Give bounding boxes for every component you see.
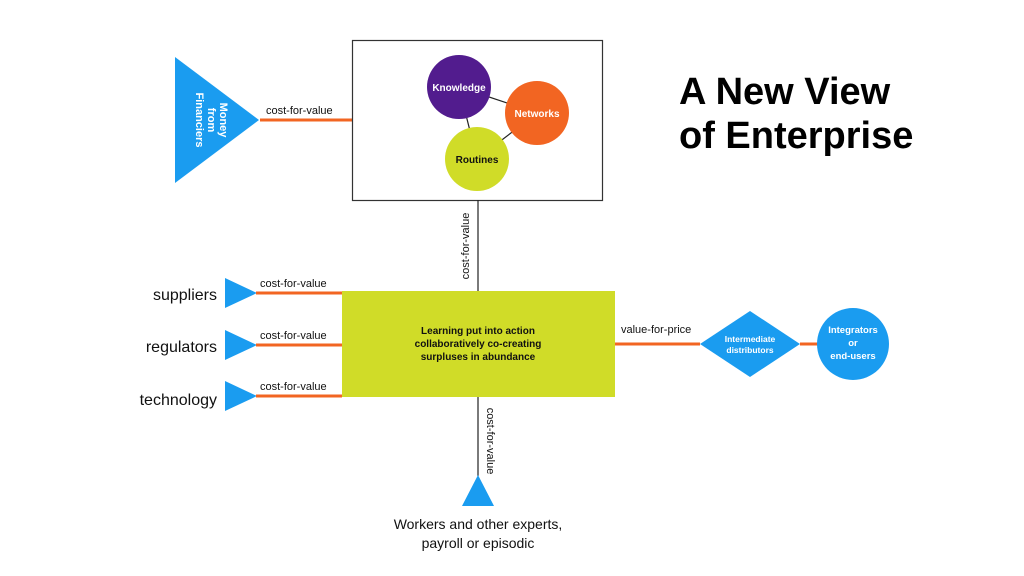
regulators-triangle (225, 330, 257, 360)
diagram-title: A New View of Enterprise (679, 70, 913, 158)
end-users-line-3: end-users (830, 351, 875, 362)
technology-link-label: cost-for-value (260, 381, 327, 393)
networks-circle (505, 81, 569, 145)
routines-node[interactable]: Routines (445, 127, 509, 191)
output-link-label: value-for-price (621, 324, 691, 336)
regulators-label: regulators (146, 339, 217, 356)
title-line-1: A New View (679, 71, 891, 113)
financiers-line-3: Financiers (193, 92, 205, 147)
distributors-diamond (700, 311, 800, 377)
technology-label: technology (140, 392, 217, 409)
financiers-line-2: from (205, 108, 217, 133)
financiers-node[interactable]: Money from Financiers (175, 57, 259, 183)
knowledge-node[interactable]: Knowledge (427, 55, 491, 119)
routines-circle (445, 127, 509, 191)
knowledge-label: Knowledge (432, 83, 486, 94)
networks-label: Networks (514, 109, 559, 120)
distributors-node[interactable]: Intermediate distributors (700, 311, 800, 377)
input-regulators[interactable]: regulators cost-for-value (146, 330, 342, 360)
financiers-triangle (175, 57, 259, 183)
financiers-link-label: cost-for-value (266, 105, 333, 117)
end-users-circle (817, 308, 889, 380)
input-suppliers[interactable]: suppliers cost-for-value (153, 278, 342, 308)
distributors-line-1: Intermediate (725, 334, 776, 344)
networks-node[interactable]: Networks (505, 81, 569, 145)
regulators-link-label: cost-for-value (260, 330, 327, 342)
workers-line-1: Workers and other experts, (394, 516, 563, 532)
suppliers-triangle (225, 278, 257, 308)
end-users-line-1: Integrators (828, 325, 878, 336)
knowledge-circle (427, 55, 491, 119)
workers-triangle (462, 475, 494, 506)
capabilities-link-label: cost-for-value (460, 213, 472, 280)
input-technology[interactable]: technology cost-for-value (140, 381, 342, 411)
suppliers-link-label: cost-for-value (260, 278, 327, 290)
core-node[interactable]: Learning put into action collaboratively… (342, 291, 615, 397)
core-line-3: surpluses in abundance (421, 352, 536, 363)
workers-node[interactable]: Workers and other experts, payroll or ep… (394, 475, 563, 551)
workers-link-label: cost-for-value (484, 408, 496, 475)
workers-line-2: payroll or episodic (422, 535, 535, 551)
end-users-line-2: or (848, 338, 858, 349)
core-box (342, 291, 615, 397)
routines-label: Routines (456, 155, 499, 166)
title-line-2: of Enterprise (679, 115, 914, 157)
technology-triangle (225, 381, 257, 411)
core-line-2: collaboratively co-creating (415, 339, 542, 350)
suppliers-label: suppliers (153, 287, 217, 304)
distributors-line-2: distributors (726, 345, 773, 355)
financiers-line-1: Money (217, 103, 229, 139)
core-line-1: Learning put into action (421, 326, 535, 337)
end-users-node[interactable]: Integrators or end-users (817, 308, 889, 380)
